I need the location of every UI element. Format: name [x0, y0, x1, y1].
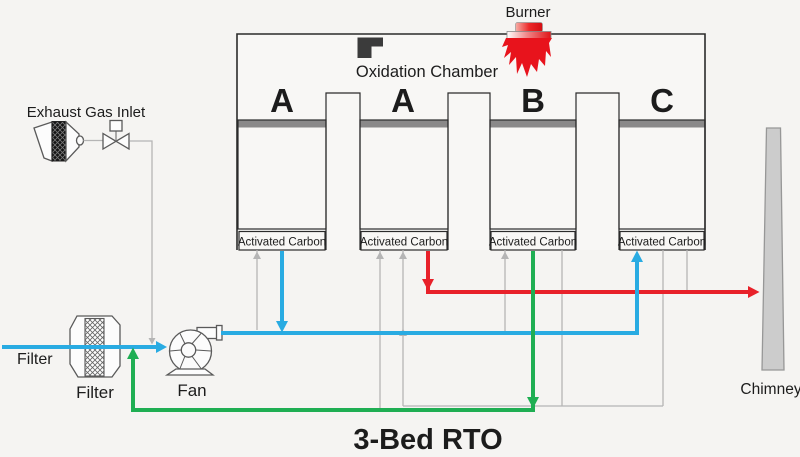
filter-label: Filter	[76, 383, 114, 402]
bed-gaps	[325, 92, 620, 250]
exhaust-flow	[422, 251, 760, 298]
up-arrow-icon	[127, 347, 139, 359]
activated-carbon-label: Activated Carbon	[238, 237, 326, 249]
bed-media-top-band	[619, 120, 705, 128]
bed-media-top-band	[238, 120, 326, 128]
activated-carbon-label: Activated Carbon	[360, 237, 448, 249]
down-arrow-icon	[527, 397, 539, 409]
chimney-unit: Chimney	[740, 127, 800, 398]
activated-carbon-label: Activated Carbon	[489, 237, 577, 249]
bed-letter: B	[521, 82, 545, 119]
activated-carbon-labels: Activated Carbon Activated Carbon Activa…	[238, 230, 706, 251]
fan-unit: Fan	[164, 324, 223, 400]
fan-hub-icon	[180, 342, 197, 358]
down-arrow-icon	[148, 338, 156, 345]
fresh-air-flow	[2, 250, 643, 353]
chamber-corner-icon	[357, 37, 383, 58]
up-arrow-icon	[253, 251, 261, 259]
chamber-walls	[236, 33, 706, 250]
inlet-line-filter-label: Filter	[17, 351, 53, 368]
burner-icon: Burner	[502, 4, 552, 77]
up-arrow-icon	[399, 251, 407, 259]
down-arrow-icon	[422, 279, 434, 291]
activated-carbon-box	[619, 230, 705, 251]
idle-pipe-network	[130, 140, 688, 408]
activated-carbon-label: Activated Carbon	[618, 237, 706, 249]
diagram-title: 3-Bed RTO	[353, 424, 502, 456]
bed-gap	[575, 92, 620, 250]
recirculation-flow	[127, 251, 539, 412]
fan-blades-icon	[169, 333, 212, 369]
valve-icon	[102, 119, 130, 151]
recirculation-line	[131, 251, 535, 412]
up-arrow-icon	[501, 251, 509, 259]
bed-gap	[447, 92, 491, 250]
chimney-label: Chimney	[740, 381, 800, 398]
activated-carbon-box	[360, 230, 448, 251]
exhaust-gas-inlet: Exhaust Gas Inlet	[27, 104, 146, 163]
up-arrow-icon	[631, 250, 643, 262]
bed-letter: A	[391, 82, 415, 119]
cyclone-inlet-icon	[33, 120, 85, 163]
activated-carbon-box	[238, 230, 326, 251]
right-arrow-icon	[156, 341, 167, 353]
chimney-icon	[761, 127, 785, 371]
burner-cap-icon	[515, 22, 543, 33]
exhaust-gas-inlet-label: Exhaust Gas Inlet	[27, 104, 146, 121]
activated-carbon-box	[490, 230, 576, 251]
bed-media-top-band	[360, 120, 448, 128]
exhaust-line	[426, 251, 748, 294]
fan-label: Fan	[177, 381, 206, 400]
bed-media-top-band	[490, 120, 576, 128]
oxidation-chamber-label: Oxidation Chamber	[356, 63, 499, 81]
bed-gap	[325, 92, 361, 250]
burner-label: Burner	[505, 4, 550, 21]
burner-flame-icon	[502, 38, 552, 77]
fan-base	[164, 368, 215, 376]
bed-letter: C	[650, 82, 674, 119]
inlet-duct-pipe	[130, 140, 153, 343]
right-arrow-icon	[748, 286, 760, 298]
up-arrow-icon	[376, 251, 384, 259]
chamber-interior	[237, 34, 705, 250]
filter-unit: Filter	[69, 315, 121, 402]
oxidation-chamber-box: Activated Carbon Activated Carbon Activa…	[236, 33, 706, 251]
bed-letter: A	[270, 82, 294, 119]
fresh-air-supply-line	[221, 262, 639, 335]
burner-flange-icon	[506, 31, 552, 39]
down-arrow-icon	[276, 321, 288, 333]
